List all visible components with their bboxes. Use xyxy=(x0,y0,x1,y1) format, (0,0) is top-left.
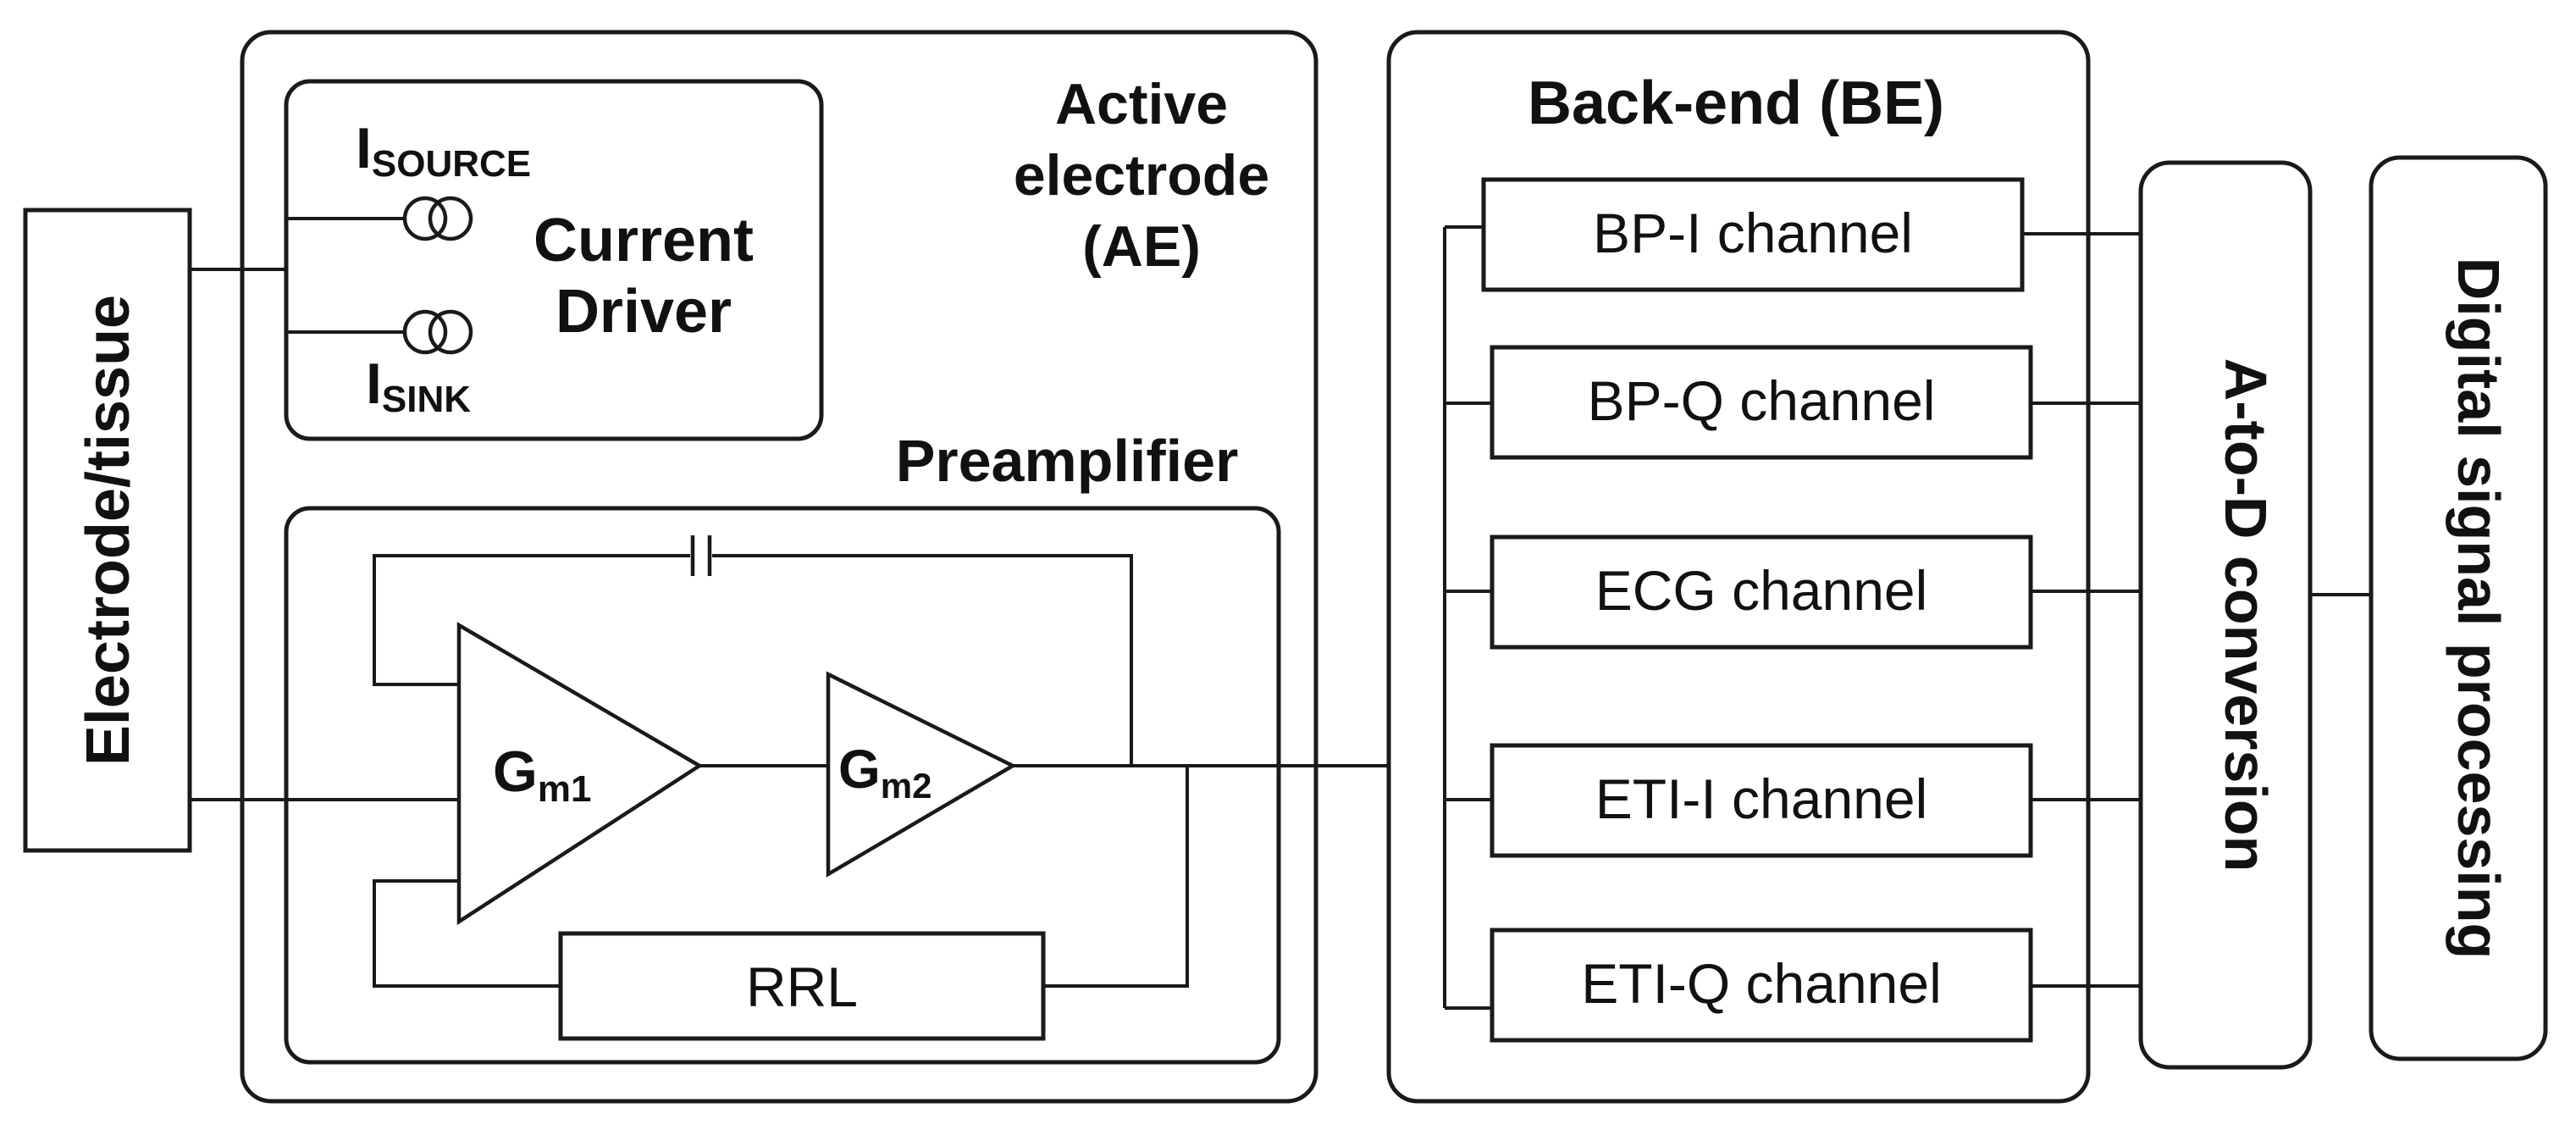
back-end-block: Back-end (BE) BP-I channel BP-Q channel … xyxy=(1386,30,2091,1104)
dsp-label: Digital signal processing xyxy=(2446,258,2512,960)
channel-ecg-box xyxy=(1490,535,2033,650)
rrl-output-wire xyxy=(1043,766,1189,988)
channel-bp-q-label: BP-Q channel xyxy=(1588,369,1936,432)
isink-label: ISINK xyxy=(366,352,471,420)
rrl-label: RRL xyxy=(746,956,858,1018)
channel-bp-i-label: BP-I channel xyxy=(1593,202,1913,264)
channel-eti-i-label: ETI-I channel xyxy=(1595,767,1928,830)
back-end-title: Back-end (BE) xyxy=(1528,69,1944,137)
rrl-input-wire xyxy=(373,879,561,988)
gm2-amplifier-icon xyxy=(826,671,1017,878)
current-driver-title-line2: Driver xyxy=(556,278,732,346)
preamplifier-block: RRL Gm1 Gm2 xyxy=(284,506,1281,1065)
channel-bp-i-box xyxy=(1481,177,2025,292)
active-electrode-title-line2: electrode xyxy=(1014,143,1269,208)
gm1-label: Gm1 xyxy=(493,739,592,810)
electrode-tissue-block: Electrode/tissue xyxy=(23,208,192,853)
preamplifier-title: Preamplifier xyxy=(896,428,1239,494)
feedback-wire xyxy=(373,554,1133,766)
rrl-box xyxy=(558,931,1046,1041)
adc-box xyxy=(2138,160,2313,1070)
preamplifier-box xyxy=(284,506,1281,1065)
adc-label: A-to-D conversion xyxy=(2213,358,2279,872)
electrode-tissue-label: Electrode/tissue xyxy=(75,295,142,766)
channel-ecg-label: ECG channel xyxy=(1595,559,1928,622)
gm2-label: Gm2 xyxy=(838,739,931,806)
current-driver-block: ISOURCE ISINK Current Driver xyxy=(284,79,824,441)
capacitor-icon xyxy=(690,535,712,576)
adc-block: A-to-D conversion xyxy=(2138,160,2313,1070)
electrode-tissue-box xyxy=(23,208,192,853)
gm1-amplifier-icon xyxy=(456,622,704,926)
active-electrode-title-line3: (AE) xyxy=(1082,214,1201,279)
channel-eti-q-label: ETI-Q channel xyxy=(1581,952,1942,1015)
active-electrode-title-line1: Active xyxy=(1055,72,1228,136)
channel-eti-i-box xyxy=(1490,743,2033,858)
current-driver-title-line1: Current xyxy=(533,207,754,274)
dsp-box xyxy=(2369,155,2548,1061)
channel-bp-q-box xyxy=(1490,345,2033,460)
dsp-block: Digital signal processing xyxy=(2369,155,2548,1061)
isource-label: ISOURCE xyxy=(356,116,531,185)
